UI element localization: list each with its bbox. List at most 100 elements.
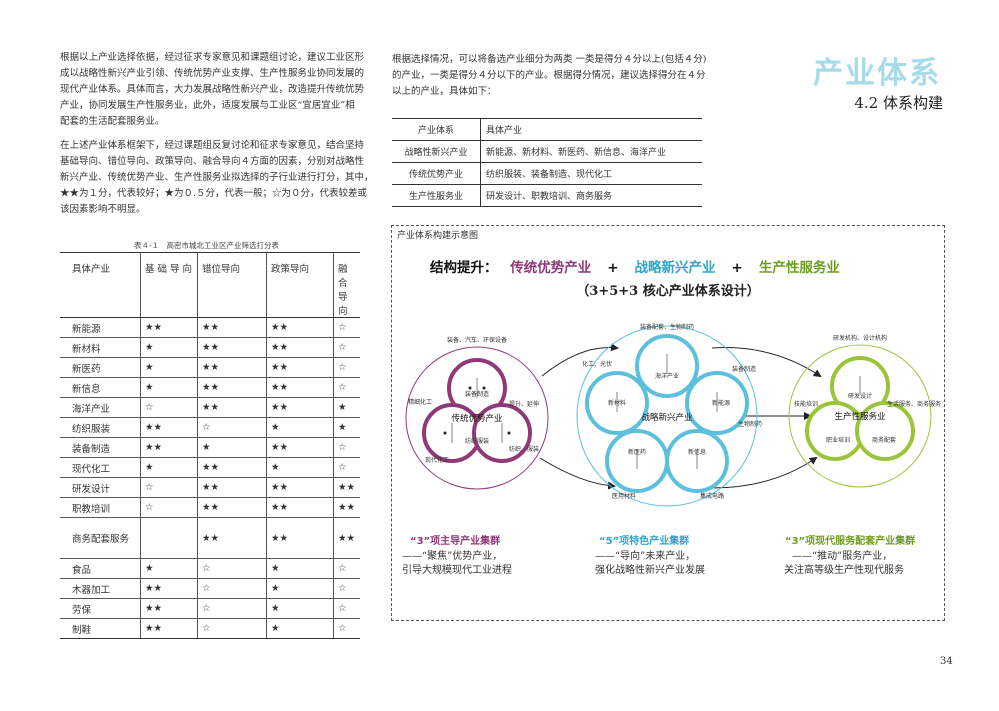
table-row: 劳保★★☆★☆ <box>60 598 360 619</box>
arrow-top-right <box>711 347 822 378</box>
table-cell: 新信息 <box>60 377 141 398</box>
table-cell: 海洋产业 <box>60 397 141 418</box>
table-header-cell: 具体产业 <box>60 252 141 318</box>
table-cell: ☆ <box>140 397 198 418</box>
table-cell: ☆ <box>333 377 360 398</box>
table-cell: 木器加工 <box>60 578 141 599</box>
table-row: 制鞋★★☆★☆ <box>60 618 360 639</box>
table-cell: ★★ <box>266 377 334 398</box>
page-title: 产业体系 <box>813 56 941 91</box>
table-cell: 现代化工 <box>60 457 141 478</box>
cluster-line: ——“导向”未来产业， <box>595 551 696 562</box>
arc-label: 技能培训 <box>794 400 818 408</box>
center-label: 战略新兴产业 <box>641 412 692 423</box>
traditional-outer-circle <box>405 346 549 490</box>
traditional-group: 装备制造 纺织服装 传统优势产业 装备、汽车、环保设备 精细化工 提升、延伸 纺… <box>405 336 549 490</box>
table-cell: ☆ <box>333 618 360 639</box>
arc-label: 装备配套、生物制药 <box>640 323 694 331</box>
table-cell: ★★ <box>140 618 198 639</box>
table-cell: ★ <box>333 417 360 438</box>
table-row: 新信息★★★★★☆ <box>60 377 360 398</box>
arc-label: 生物制药 <box>738 420 762 428</box>
table-cell: 纺织服装 <box>60 417 141 438</box>
arc-label: 生活服务、商务服务 <box>887 400 941 408</box>
arc-label: 化工、光伏 <box>582 360 612 368</box>
table-cell: ★★ <box>197 377 267 398</box>
table-cell: ★★ <box>197 397 267 418</box>
table-cell: ★★ <box>266 517 334 559</box>
cluster-line: ——“聚焦”优势产业， <box>402 551 503 562</box>
table-cell: 研发设计、职教培训、商务服务 <box>480 184 702 207</box>
left-paragraph-1: 根据以上产业选择依据，经过征求专家意见和课题组讨论，建议工业区形 成以战略性新兴… <box>60 50 378 130</box>
table-cell: 新能源 <box>60 317 141 338</box>
table-cell: 制鞋 <box>60 618 141 639</box>
table-header-row: 产业体系 具体产业 <box>392 118 702 141</box>
arc-label: 集成电路 <box>700 492 724 500</box>
table-row: 新医药★★★★★☆ <box>60 357 360 378</box>
table-cell: ★★ <box>140 317 198 338</box>
text-line: 的产业，一类是得分４分以下的产业。根据得分情况，建议选择得分在４分 <box>392 70 706 81</box>
table-cell: ★★ <box>266 477 334 498</box>
right-paragraph: 根据选择情况，可以将备选产业细分为两类 一类是得分４分以上(包括４分) 的产业，… <box>392 52 722 100</box>
table-cell: ★★ <box>197 457 267 478</box>
table-cell: ★ <box>266 558 334 579</box>
sub-circle-right <box>855 401 915 461</box>
service-outer-circle <box>788 344 932 488</box>
table-cell: ★★ <box>197 357 267 378</box>
table-caption: 表４-１ 高密市城北工业区产业筛选打分表 <box>134 241 280 250</box>
table-cell: ★★ <box>333 497 360 518</box>
text-line: 该因素影响不明显。 <box>60 204 146 215</box>
structure-item: + <box>731 260 743 276</box>
sub-label: 海洋产业 <box>655 372 679 380</box>
table-cell: ★ <box>140 558 198 579</box>
industry-diagram: 产业体系构建示意图 结构提升： 传统优势产业+战略新兴产业+生产性服务业 （3+… <box>391 225 945 621</box>
cluster-line: 引导大规模现代工业进程 <box>402 565 512 576</box>
table-cell: ☆ <box>197 417 267 438</box>
table-row: 战略性新兴产业 新能源、新材料、新医药、新信息、海洋产业 <box>392 140 702 163</box>
sub-label: 职业培训 <box>826 436 850 444</box>
table-cell: ★★ <box>197 317 267 338</box>
structure-item: + <box>607 260 619 276</box>
table-cell: ☆ <box>197 598 267 619</box>
table-cell: ★★ <box>140 417 198 438</box>
table-cell: ★★ <box>197 477 267 498</box>
text-line: 在上述产业体系框架下，经过课题组反复讨论和征求专家意见，结合坚持 <box>60 140 365 151</box>
table-cell: ☆ <box>333 558 360 579</box>
table-cell: 研发设计 <box>60 477 141 498</box>
table-cell: ★★ <box>140 598 198 619</box>
service-group: 研发设计 职业培训 商务配套 生产性服务业 研发机构、设计机构 技能培训 生活服… <box>788 334 941 488</box>
cluster-title: “5”项特色产业集群 <box>599 536 690 547</box>
table-cell: 新能源、新材料、新医药、新信息、海洋产业 <box>480 140 702 163</box>
table-cell: ★★ <box>266 337 334 358</box>
score-table: 具体产业 基 础 导 向 错位导向 政策导向 融合导向 新能源★★★★★★☆新材… <box>60 252 360 639</box>
arc-label: 装备制造 <box>732 365 756 373</box>
structure-items: 传统优势产业+战略新兴产业+生产性服务业 <box>502 260 848 276</box>
sub-label: 新信息 <box>688 448 706 456</box>
table-header-cell: 基 础 导 向 <box>140 252 198 318</box>
dot-marker <box>443 431 447 435</box>
table-row: 研发设计☆★★★★★★ <box>60 477 360 498</box>
table-cell: ★★ <box>140 578 198 599</box>
table-cell: ☆ <box>140 477 198 498</box>
table-cell: 纺织服装、装备制造、现代化工 <box>480 162 702 185</box>
table-cell: ★★ <box>266 357 334 378</box>
table-cell: ★ <box>140 377 198 398</box>
table-cell: ★ <box>140 357 198 378</box>
cluster-line: ——“推动”服务产业， <box>792 551 893 562</box>
sub-label: 新医药 <box>628 448 646 456</box>
diagram-title: 产业体系构建示意图 <box>397 231 479 241</box>
table-cell: ★ <box>197 437 267 458</box>
table-header-cell: 政策导向 <box>266 252 334 318</box>
arrow-top-left <box>541 343 619 377</box>
table-cell: 生产性服务业 <box>392 184 481 207</box>
table-cell: ★ <box>140 457 198 478</box>
table-cell: ★ <box>266 578 334 599</box>
text-line: 根据选择情况，可以将备选产业细分为两类 一类是得分４分以上(包括４分) <box>392 54 707 65</box>
section-subtitle: 4.2 体系构建 <box>854 94 943 112</box>
table-cell: 战略性新兴产业 <box>392 140 481 163</box>
center-label: 传统优势产业 <box>451 413 502 424</box>
table-cell: 商务配套服务 <box>60 517 141 559</box>
text-line: 现代产业体系。具体而言，大力发展战略性新兴产业，改造提升传统优势 <box>60 84 365 95</box>
arc-label: 精细化工 <box>408 398 432 406</box>
table-cell: 新医药 <box>60 357 141 378</box>
